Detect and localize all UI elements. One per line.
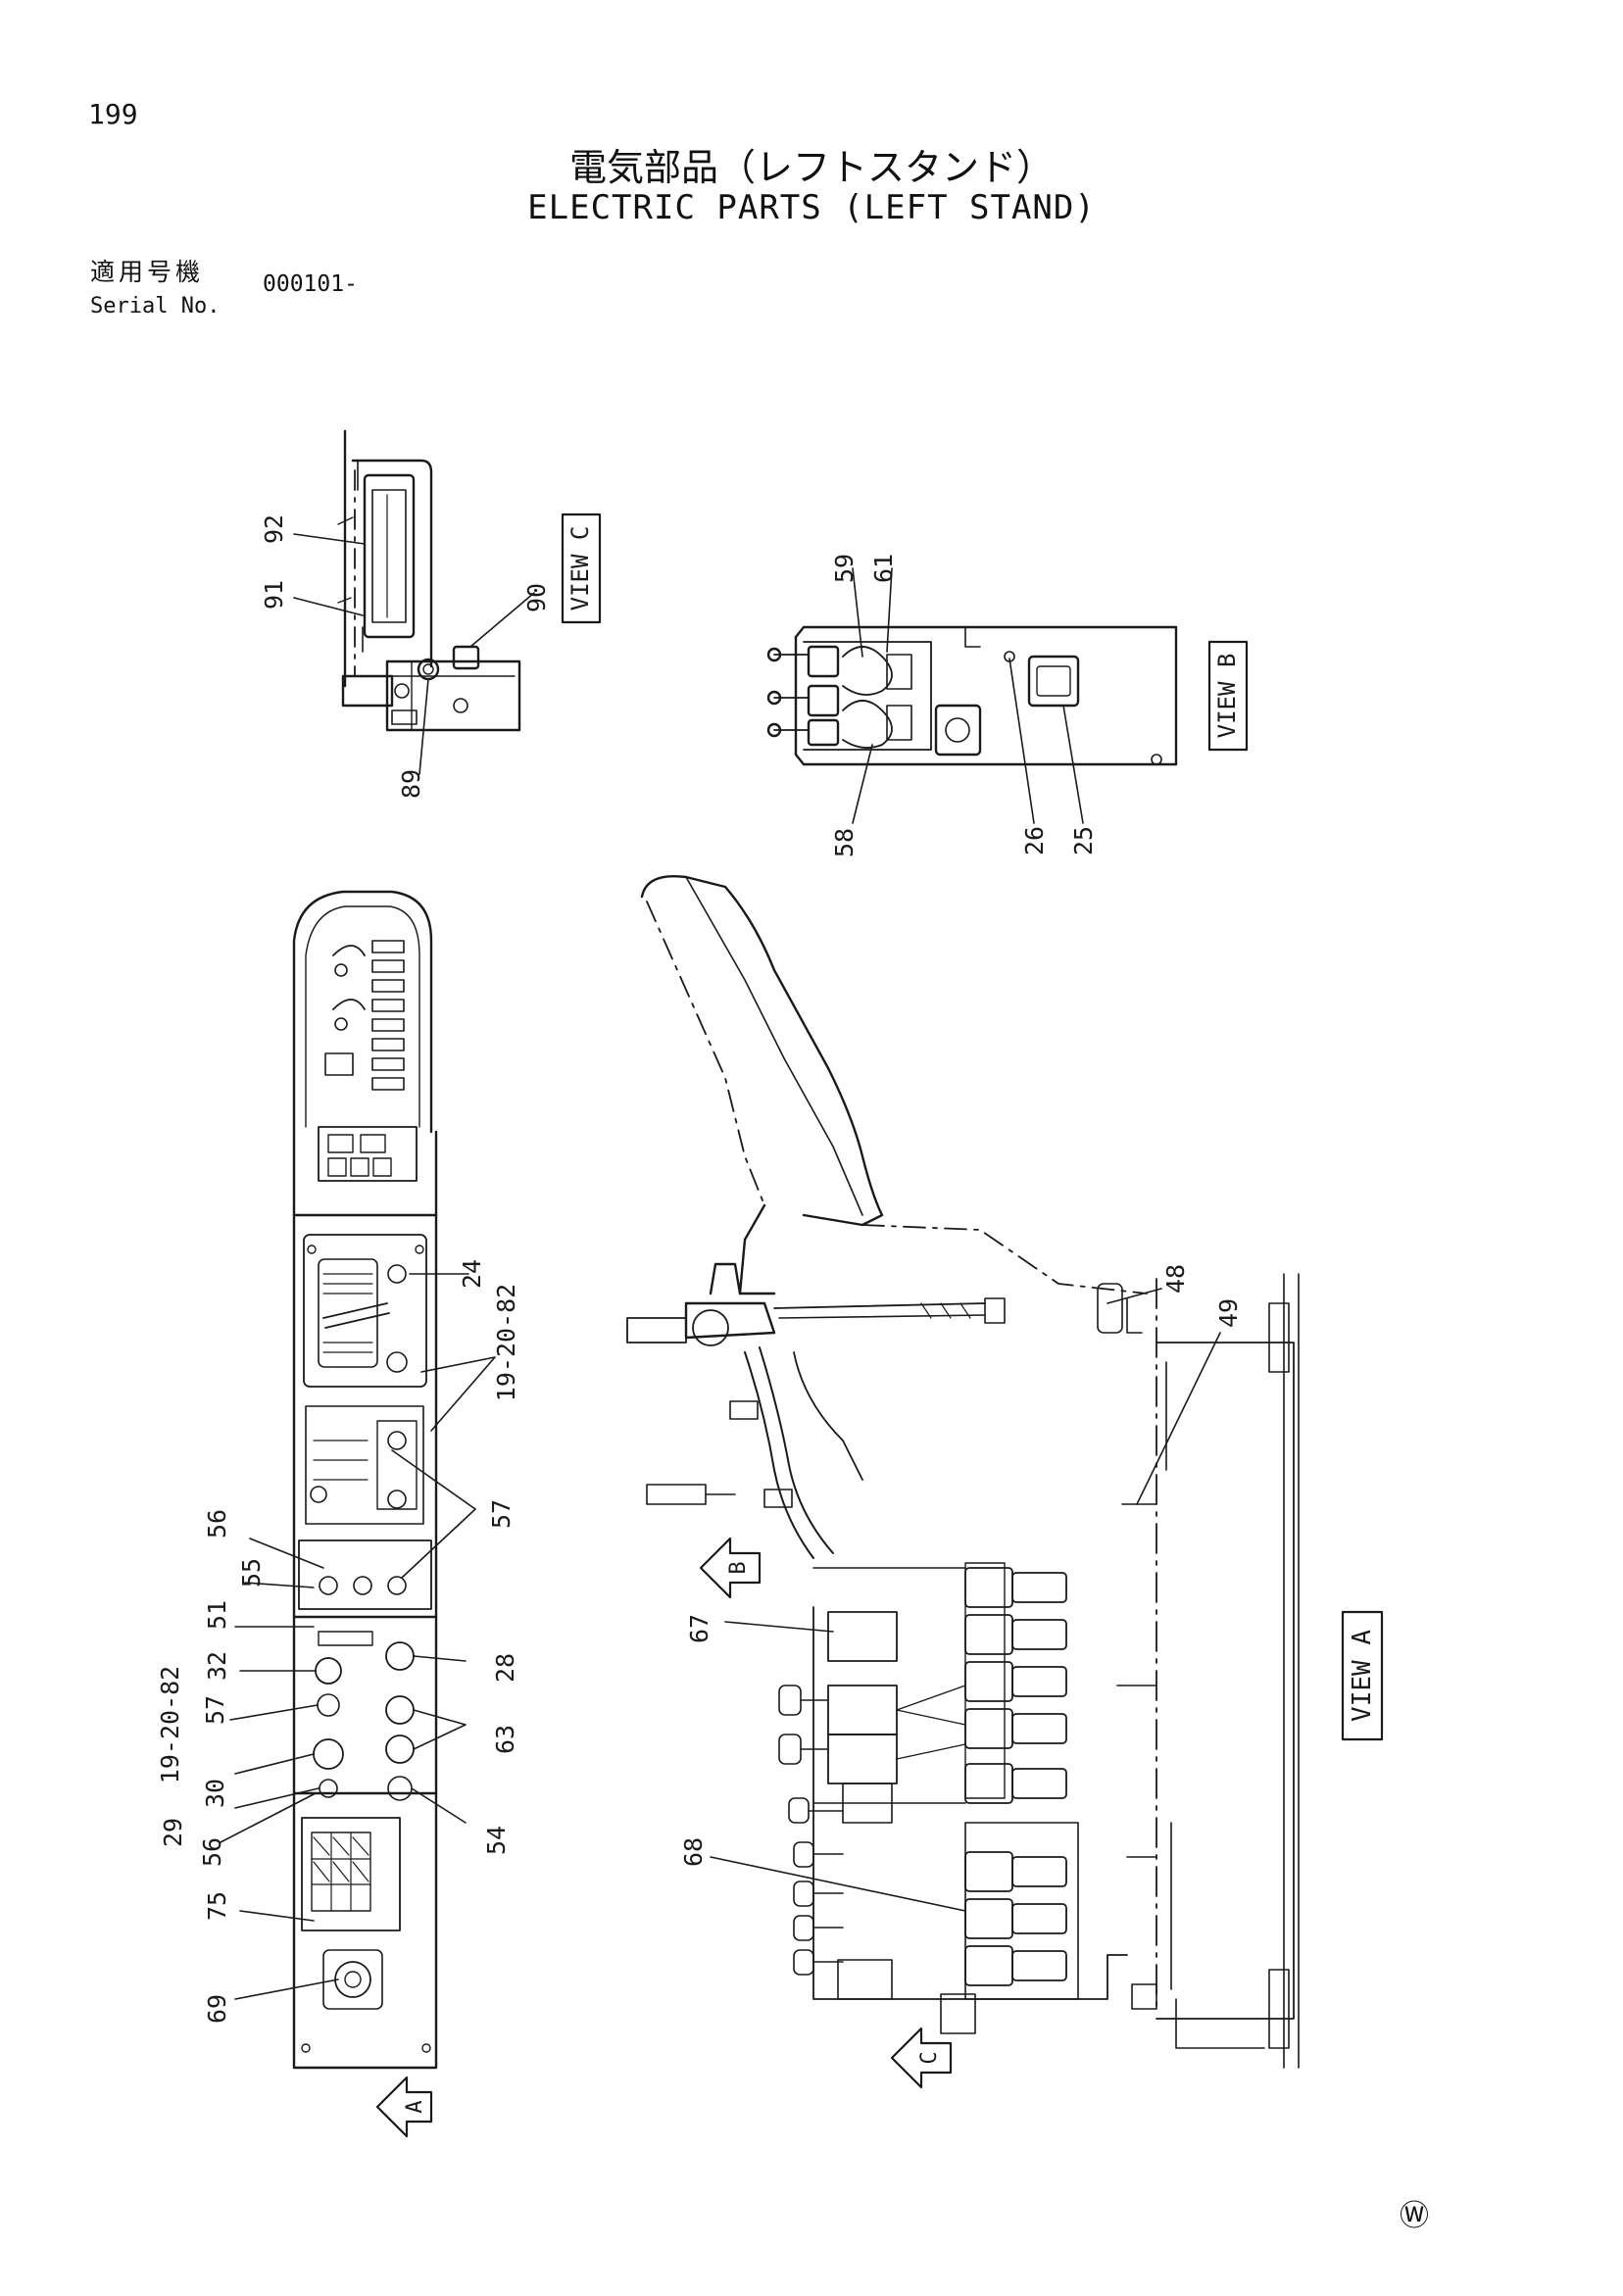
callout-56-top: 56	[203, 1509, 231, 1539]
callout-28: 28	[491, 1653, 519, 1683]
callout-92: 92	[260, 514, 288, 544]
callout-49: 49	[1214, 1298, 1243, 1328]
callout-24: 24	[458, 1259, 486, 1289]
view-b-drawing	[766, 625, 1178, 766]
callout-48: 48	[1161, 1264, 1190, 1294]
view-a-label: VIEW A	[1348, 1630, 1377, 1722]
callout-56-bottom: 56	[198, 1837, 226, 1867]
view-c-drawing	[337, 429, 521, 732]
callout-55: 55	[237, 1558, 266, 1588]
callout-91: 91	[260, 580, 288, 610]
view-c-label-box: VIEW C	[561, 513, 602, 624]
page-title-english: ELECTRIC PARTS (LEFT STAND)	[527, 188, 1096, 227]
callout-67: 67	[685, 1614, 713, 1643]
callout-69: 69	[203, 1994, 231, 2024]
view-arrow-b: B	[699, 1537, 762, 1599]
callout-19-20-82-top: 19-20-82	[492, 1284, 520, 1401]
callout-32: 32	[203, 1651, 231, 1681]
serial-label-japanese: 適用号機	[90, 258, 205, 286]
callout-30: 30	[201, 1779, 229, 1808]
callout-63: 63	[491, 1725, 519, 1754]
callout-19-20-82-left: 19-20-82	[156, 1666, 184, 1783]
callout-29: 29	[159, 1818, 187, 1847]
leader-lines	[220, 533, 1221, 2000]
callout-61: 61	[869, 554, 898, 583]
page-number: 199	[88, 98, 138, 130]
callout-68: 68	[679, 1837, 708, 1867]
callout-75: 75	[203, 1891, 231, 1921]
view-arrow-b-letter: B	[726, 1561, 751, 1574]
page-title-japanese: 電気部品（レフトスタンド）	[568, 146, 1054, 189]
callout-59: 59	[830, 554, 859, 583]
callout-57-left: 57	[201, 1695, 229, 1725]
view-arrow-a-letter: A	[403, 2100, 427, 2113]
view-c-label: VIEW C	[566, 526, 594, 611]
callout-51: 51	[203, 1600, 231, 1630]
serial-number-value: 000101-	[263, 271, 358, 297]
view-arrow-c-letter: C	[917, 2051, 942, 2064]
view-b-label: VIEW B	[1213, 654, 1241, 739]
callout-54: 54	[482, 1826, 511, 1855]
view-a-label-box: VIEW A	[1341, 1610, 1384, 1741]
view-arrow-c: C	[890, 2027, 953, 2089]
left-console-panel	[292, 890, 438, 2070]
view-arrow-a: A	[375, 2076, 433, 2138]
callout-25: 25	[1069, 826, 1098, 855]
copyright-mark: Ⓦ	[1400, 2199, 1429, 2233]
left-stand-main-drawing	[626, 875, 1300, 2069]
callout-90: 90	[522, 583, 551, 612]
callout-89: 89	[397, 769, 425, 799]
callout-58: 58	[830, 828, 859, 857]
view-b-label-box: VIEW B	[1207, 640, 1249, 752]
serial-label-english: Serial No.	[90, 294, 221, 318]
callout-57-right: 57	[487, 1499, 516, 1529]
callout-26: 26	[1020, 826, 1049, 855]
